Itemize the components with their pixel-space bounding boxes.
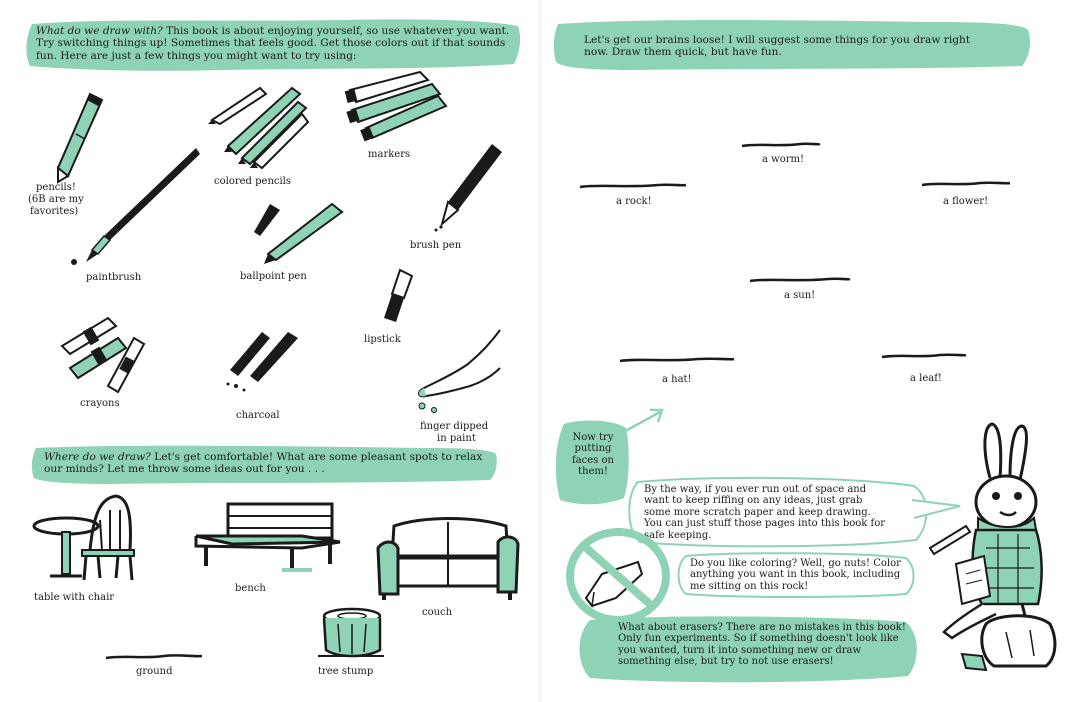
green-paint-swash (31, 445, 497, 484)
coloring-bubble: Do you like coloring? Well, go nuts! Col… (676, 552, 916, 598)
table-with-chair-icon (32, 494, 135, 581)
label-ballpoint-pen: ballpoint pen (240, 271, 307, 282)
no-eraser-icon (566, 528, 670, 624)
label-colored-pencils: colored pencils (214, 176, 292, 187)
label-pencils: pencils! (36, 182, 76, 193)
label-lipstick: lipstick (364, 334, 401, 345)
pencil-icon (56, 92, 104, 184)
scratch-paper-text: By the way, if you ever run out of space… (644, 484, 886, 541)
rock-scribble (579, 183, 687, 189)
prompt-rock: a rock! (616, 196, 652, 207)
book-gutter (538, 0, 542, 702)
faces-note-text: Now try putting faces on them! (572, 432, 614, 478)
prompt-flower: a flower! (943, 196, 989, 207)
label-ground: ground (136, 666, 173, 677)
faces-note-blob: Now try putting faces on them! (554, 418, 630, 506)
label-pencils-note-2: favorites) (30, 206, 79, 217)
label-paintbrush: paintbrush (86, 272, 142, 283)
tree-stump-icon (318, 607, 384, 658)
couch-icon (376, 517, 520, 600)
label-couch: couch (422, 607, 453, 618)
tools-intro-text: What do we draw with? This book is about… (24, 18, 522, 62)
label-finger-dipped-1: finger dipped (420, 421, 489, 432)
prompt-hat: a hat! (662, 374, 692, 385)
worm-scribble (741, 142, 821, 148)
label-finger-dipped-2: in paint (437, 433, 476, 444)
warmup-intro-banner: Let's get our brains loose! I will sugge… (552, 18, 1032, 70)
crayons-icon (60, 316, 146, 394)
scratch-paper-bubble: By the way, if you ever run out of space… (624, 476, 961, 548)
prompt-leaf: a leaf! (910, 373, 942, 384)
label-tree-stump: tree stump (318, 666, 374, 677)
warmup-intro-text: Let's get our brains loose! I will sugge… (584, 34, 971, 59)
ballpoint-pen-icon (254, 202, 344, 264)
label-pencils-note-1: (6B are my (28, 194, 84, 205)
green-paint-swash (26, 19, 521, 71)
green-paint-swash (553, 20, 1030, 70)
label-brush-pen: brush pen (410, 240, 462, 251)
places-intro-text: Where do we draw? Let's get comfortable!… (30, 444, 498, 476)
charcoal-icon (226, 332, 298, 392)
label-bench: bench (235, 583, 266, 594)
hat-scribble (619, 357, 735, 363)
tools-intro-lead: What do we draw with? (36, 25, 163, 37)
leaf-scribble (881, 353, 967, 359)
right-page: Let's get our brains loose! I will sugge… (540, 0, 1080, 702)
flower-scribble (921, 181, 1011, 187)
brush-pen-icon (434, 144, 502, 232)
label-table-with-chair: table with chair (34, 592, 115, 603)
finger-dipped-in-paint-icon (418, 329, 501, 413)
tools-intro-banner: What do we draw with? This book is about… (24, 18, 522, 72)
erasers-note-text: What about erasers? There are no mistake… (618, 622, 906, 668)
label-markers: markers (368, 149, 411, 160)
places-intro-banner: Where do we draw? Let's get comfortable!… (30, 444, 498, 484)
erasers-note-banner: What about erasers? There are no mistake… (576, 614, 920, 684)
left-page: What do we draw with? This book is about… (24, 18, 522, 677)
places-intro-body: Let's get comfortable! What are some ple… (44, 451, 483, 476)
tools-intro-body: This book is about enjoying yourself, so… (36, 25, 510, 62)
label-crayons: crayons (80, 398, 120, 409)
prompt-worm: a worm! (762, 154, 805, 165)
label-charcoal: charcoal (236, 410, 280, 421)
arrow-icon (619, 408, 664, 436)
sun-scribble (749, 277, 851, 283)
places-intro-lead: Where do we draw? (44, 451, 151, 463)
markers-icon (344, 70, 448, 142)
coloring-text: Do you like coloring? Well, go nuts! Col… (690, 558, 901, 592)
lipstick-icon (384, 268, 414, 322)
ground-scribble (105, 653, 203, 660)
bench-icon (194, 502, 341, 572)
colored-pencils-icon (208, 86, 310, 170)
paintbrush-icon (71, 148, 200, 265)
prompt-sun: a sun! (784, 290, 816, 301)
bunny-character-illustration (928, 422, 1057, 672)
